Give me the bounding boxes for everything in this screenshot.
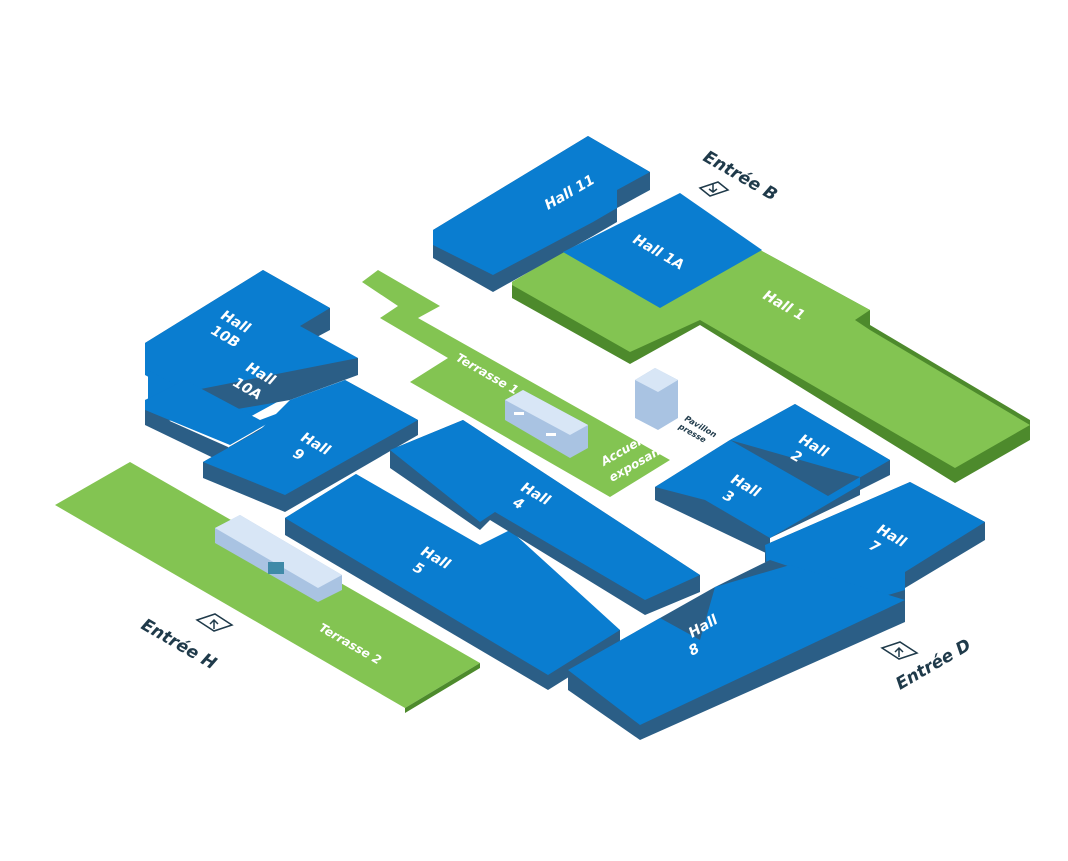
terrasse-1[interactable] <box>362 270 670 497</box>
entree-d-icon[interactable] <box>880 641 919 660</box>
hall-1a[interactable] <box>563 193 762 308</box>
hall-11[interactable] <box>433 136 650 292</box>
entree-h-building[interactable] <box>215 515 342 602</box>
entree-d-label: Entrée D <box>893 635 975 694</box>
pavillon-presse-building[interactable] <box>635 368 678 430</box>
hall-9[interactable] <box>145 380 418 512</box>
hall-5[interactable] <box>285 474 620 690</box>
terrasse-2[interactable] <box>55 462 480 713</box>
hall-1[interactable] <box>512 250 1030 483</box>
hall-3[interactable] <box>655 440 860 555</box>
hall-10a[interactable] <box>145 358 358 445</box>
entree-h-icon[interactable] <box>195 613 234 632</box>
hall-8[interactable] <box>568 560 905 740</box>
entree-b-label: Entrée B <box>700 147 781 205</box>
hall-4[interactable] <box>390 420 700 615</box>
entree-h-label: Entrée H <box>138 615 220 674</box>
accueil-exposants-building[interactable] <box>505 390 588 458</box>
entree-b-icon[interactable] <box>698 181 730 197</box>
